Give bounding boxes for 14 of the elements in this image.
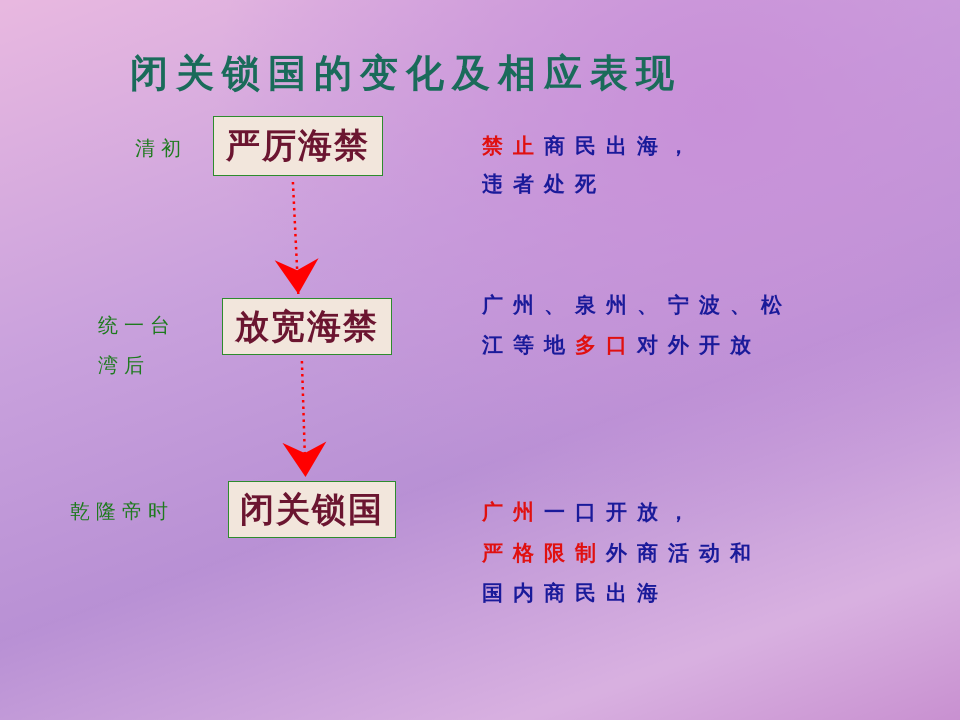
process-box: 严厉海禁 <box>213 116 383 176</box>
era-label: 清初 <box>135 135 188 162</box>
arrow <box>282 360 326 478</box>
process-box: 闭关锁国 <box>228 481 396 538</box>
description-text: 广州、泉州、宁波、松江等地多口对外开放 <box>482 292 793 359</box>
description-text: 严格限制外商活动和国内商民出海 <box>482 540 762 607</box>
arrow <box>274 182 319 294</box>
description-text: 广州一口开放， <box>482 499 700 526</box>
description-text: 禁止商民出海， <box>482 133 700 160</box>
era-label: 乾隆帝时 <box>70 498 175 525</box>
title: 闭关锁国的变化及相应表现 <box>130 50 682 97</box>
description-text: 违者处死 <box>482 171 607 198</box>
era-label: 统一台湾后 <box>98 312 177 379</box>
process-box: 放宽海禁 <box>222 298 392 355</box>
